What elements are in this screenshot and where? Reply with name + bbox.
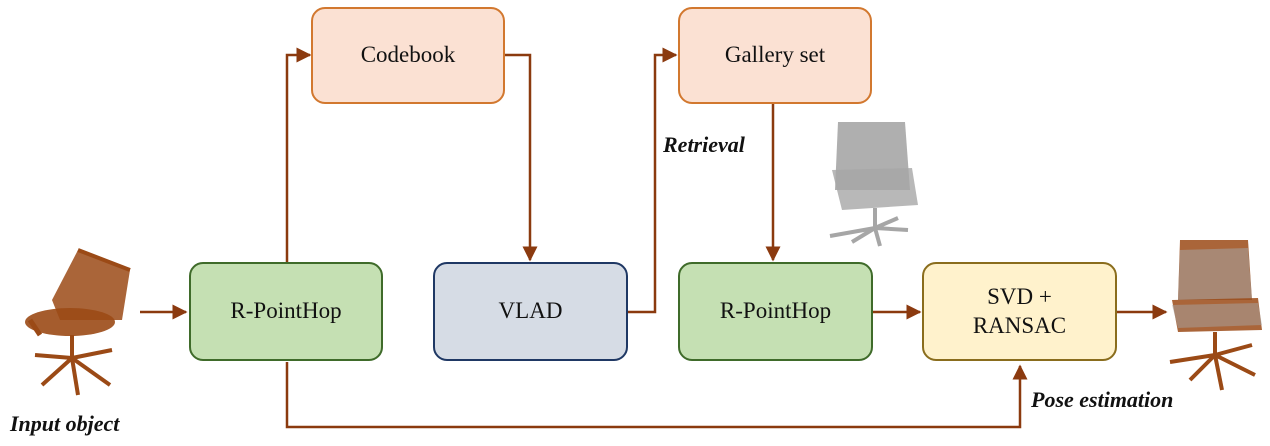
vlad-box: VLAD [433,262,628,361]
arrow-rpointhop1-to-svd [285,362,1028,429]
rpointhop-label-1: R-PointHop [230,298,342,324]
gallery-set-box: Gallery set [678,7,872,104]
gallery-chair-icon [829,122,918,247]
retrieval-label: Retrieval [663,132,745,157]
arrow-vlad-to-gallery [628,47,678,314]
input-chair-icon [25,248,131,396]
codebook-label: Codebook [360,42,456,68]
gallery-set-label: Gallery set [724,42,826,68]
svd-label: SVD + [987,283,1052,309]
output-chair-icon [1169,240,1262,391]
svd-ransac-box: SVD + RANSAC [922,262,1117,361]
input-object-label: Input object [10,411,120,436]
rpointhop-label-2: R-PointHop [719,298,832,324]
ransac-label: RANSAC [972,312,1067,338]
arrow-codebook-to-vlad [505,53,538,262]
arrow-rpointhop-to-codebook [285,47,312,262]
rpointhop-box-2: R-PointHop [678,262,873,361]
codebook-box: Codebook [311,7,505,104]
pose-estimation-label: Pose estimation [1031,387,1174,412]
rpointhop-box-1: R-PointHop [189,262,383,361]
vlad-label: VLAD [498,298,563,324]
